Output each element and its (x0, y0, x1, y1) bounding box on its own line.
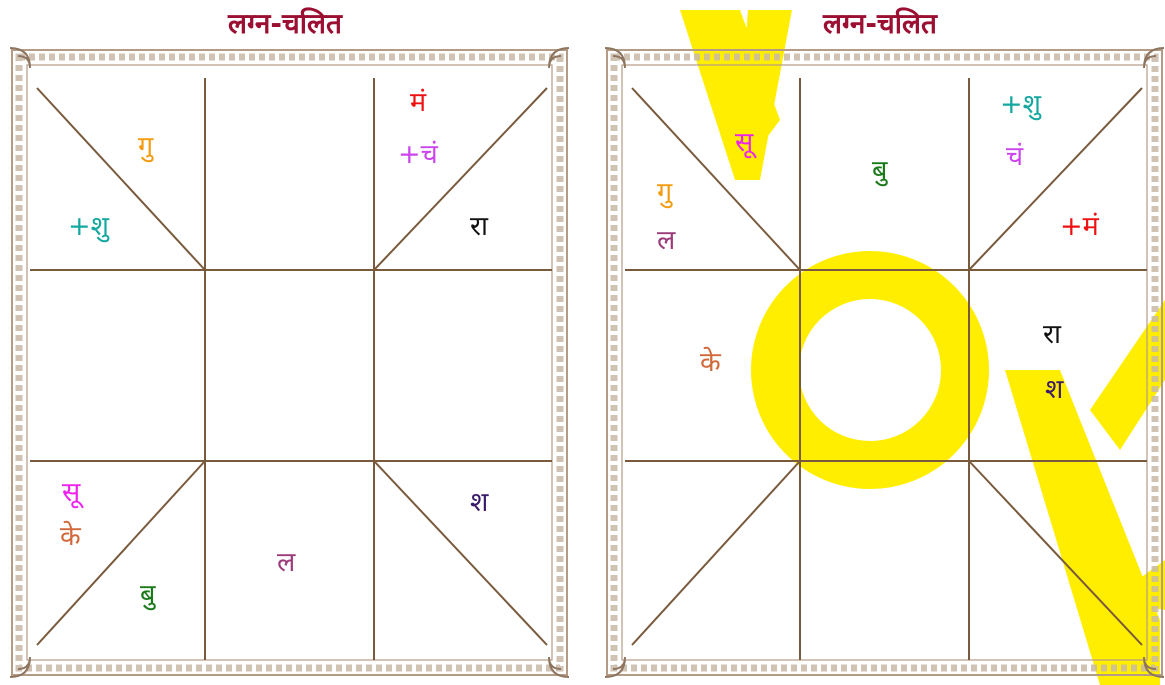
planet-label: +शु (1000, 90, 1041, 120)
chart-title-right: लग्न-चलित (680, 4, 1080, 42)
planet-label: गु (138, 132, 153, 162)
planet-label: मं (410, 88, 426, 118)
planet-label: ल (277, 548, 295, 578)
planet-label: +चं (398, 140, 438, 170)
planet-label: के (60, 522, 81, 552)
planet-label: श (470, 488, 488, 518)
planet-label: रा (1043, 320, 1061, 350)
planet-label: बु (140, 580, 155, 610)
planet-label: के (700, 348, 721, 378)
planet-label: +शु (68, 212, 109, 242)
chart-right (597, 40, 1165, 685)
chart-left (2, 40, 577, 685)
planet-label: सू (62, 478, 80, 508)
planet-label: श (1045, 375, 1063, 405)
planet-label: सू (735, 128, 753, 158)
planet-label: ल (657, 226, 675, 256)
planet-label: चं (1006, 142, 1023, 172)
planet-label: बु (872, 156, 887, 186)
planet-label: +मं (1060, 212, 1099, 242)
planet-label: रा (470, 212, 488, 242)
planet-label: गु (657, 178, 672, 208)
chart-title-left: लग्न-चलित (85, 4, 485, 42)
